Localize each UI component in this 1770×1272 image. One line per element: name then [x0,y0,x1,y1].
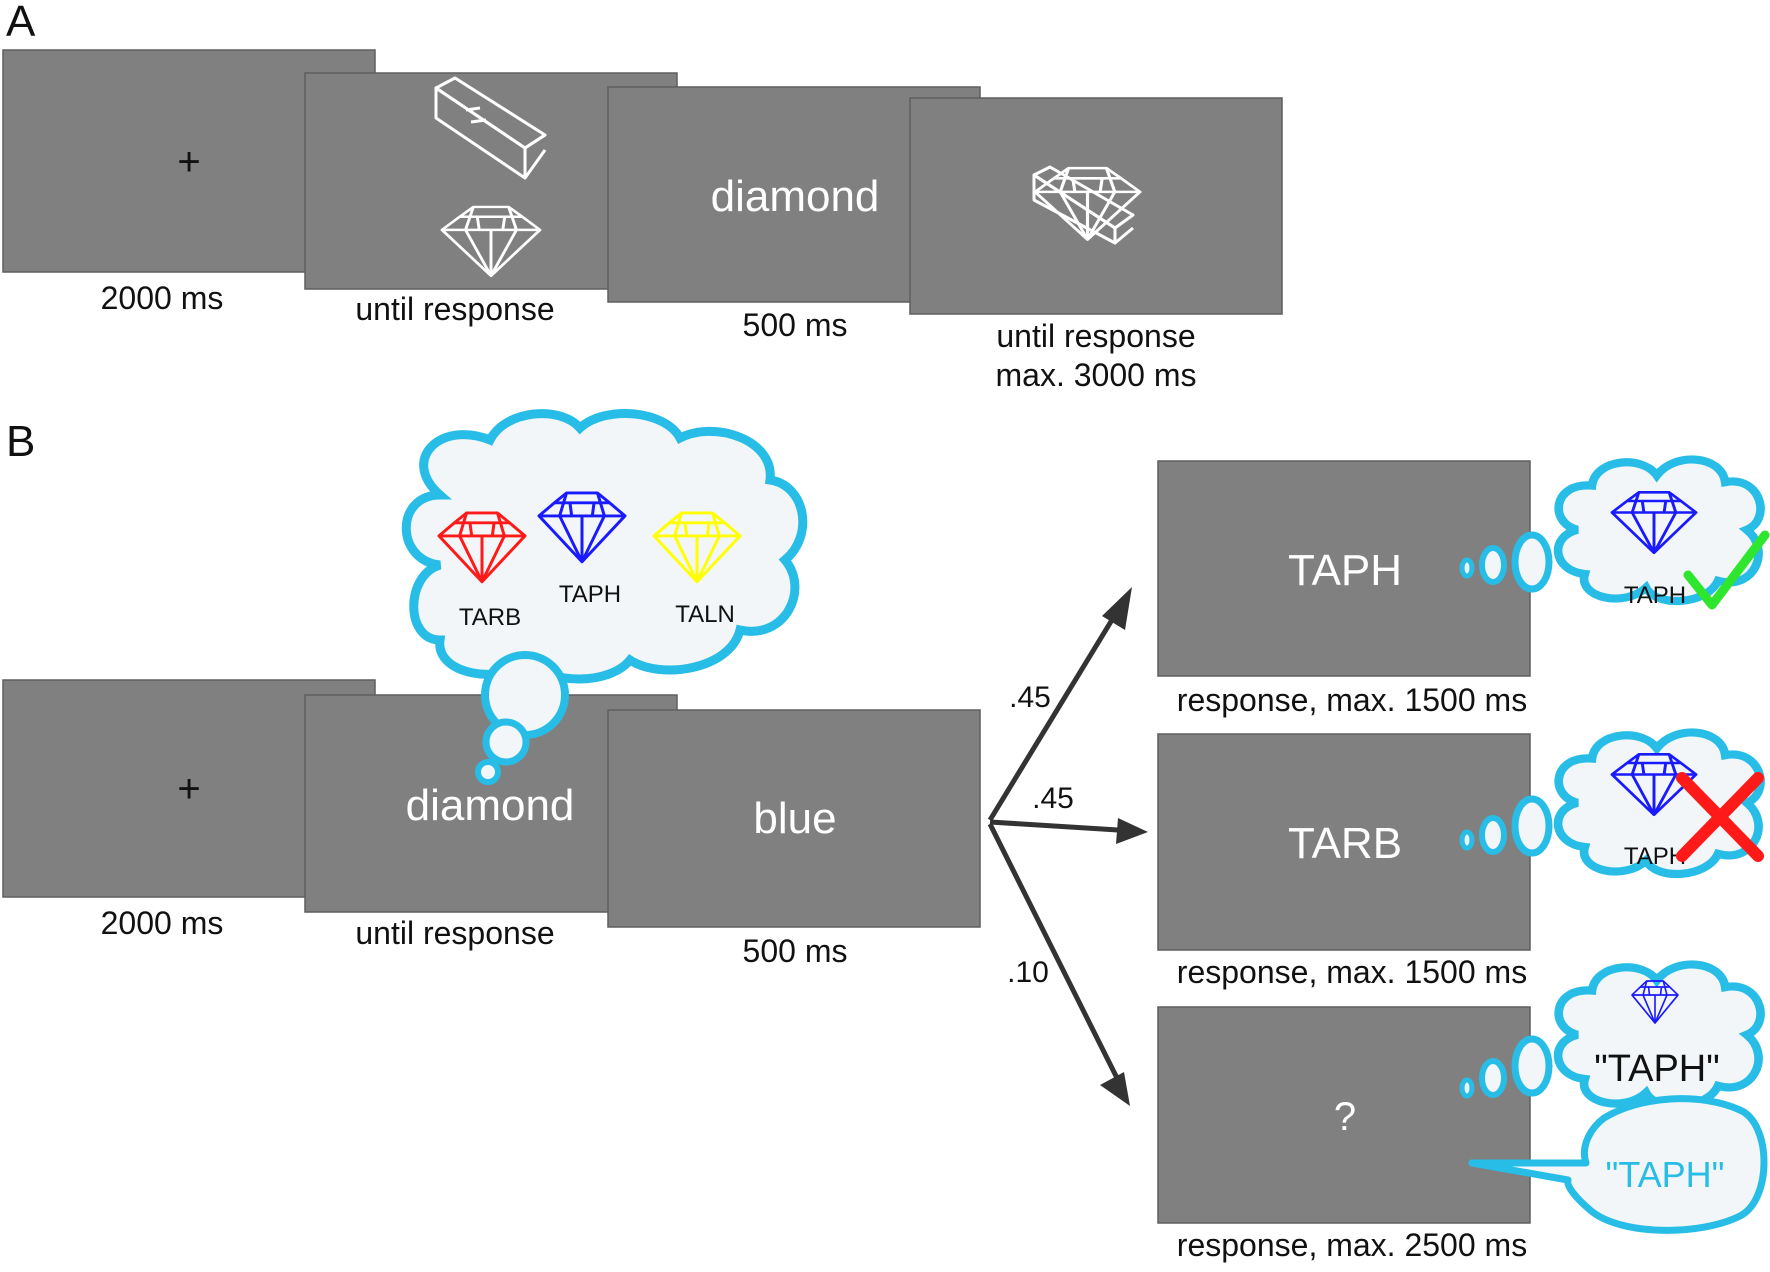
branch-3-screen: ? [1157,1006,1531,1224]
panel-a-preview-time: until response [355,291,554,327]
panel-b-fixation-time: 2000 ms [101,905,224,941]
branch-1-thought-label: TAPH [1624,582,1686,609]
thought-label-taph: TAPH [559,581,621,608]
branch-3-text: ? [1334,1095,1356,1139]
panel-a-probe-screen [909,97,1283,315]
branch-1-time: response, max. 1500 ms [1177,682,1527,718]
fixation-cross: + [177,767,200,811]
thought-label-taln: TALN [675,601,735,628]
panel-a-cue-time: 500 ms [743,307,848,343]
thought-bubbles-3 [1459,1035,1553,1099]
panel-b-word-time: until response [355,915,554,951]
target-word: diamond [406,781,575,830]
speech-text: "TAPH" [1606,1154,1725,1195]
thought-cloud [401,408,808,785]
panel-a-label: A [6,0,36,46]
branch-1-text: TAPH [1288,546,1402,595]
color-cue: blue [753,794,836,843]
branch-prob-1: .45 [1009,681,1051,714]
speech-bubble [1468,1095,1768,1234]
cross-icon [1676,772,1764,862]
branch-prob-2: .45 [1032,782,1074,815]
panel-b-color-time: 500 ms [743,933,848,969]
book-icon [434,76,547,180]
branch-2-thought-label: TAPH [1624,843,1686,870]
fixation-cross: + [177,140,200,184]
branch-2-time: response, max. 1500 ms [1177,954,1527,990]
branch-3-thought-label: "TAPH" [1594,1048,1720,1090]
checkmark-icon [1683,530,1770,610]
panel-a-fixation-time: 2000 ms [101,280,224,316]
branch-2-text: TARB [1288,819,1402,868]
panel-b-color-screen: blue [607,709,981,928]
thought-label-tarb: TARB [459,604,521,631]
cue-word: diamond [711,172,880,221]
branch-prob-3: .10 [1007,956,1049,989]
panel-b-label: B [6,417,35,466]
branch-3-time: response, max. 2500 ms [1177,1227,1527,1263]
branch-arrows [987,587,1148,1106]
panel-a-probe-time-2: max. 3000 ms [996,357,1197,393]
thought-bubbles-2 [1459,795,1553,857]
thought-bubbles-1 [1459,531,1553,593]
panel-a-probe-time-1: until response [996,318,1195,354]
